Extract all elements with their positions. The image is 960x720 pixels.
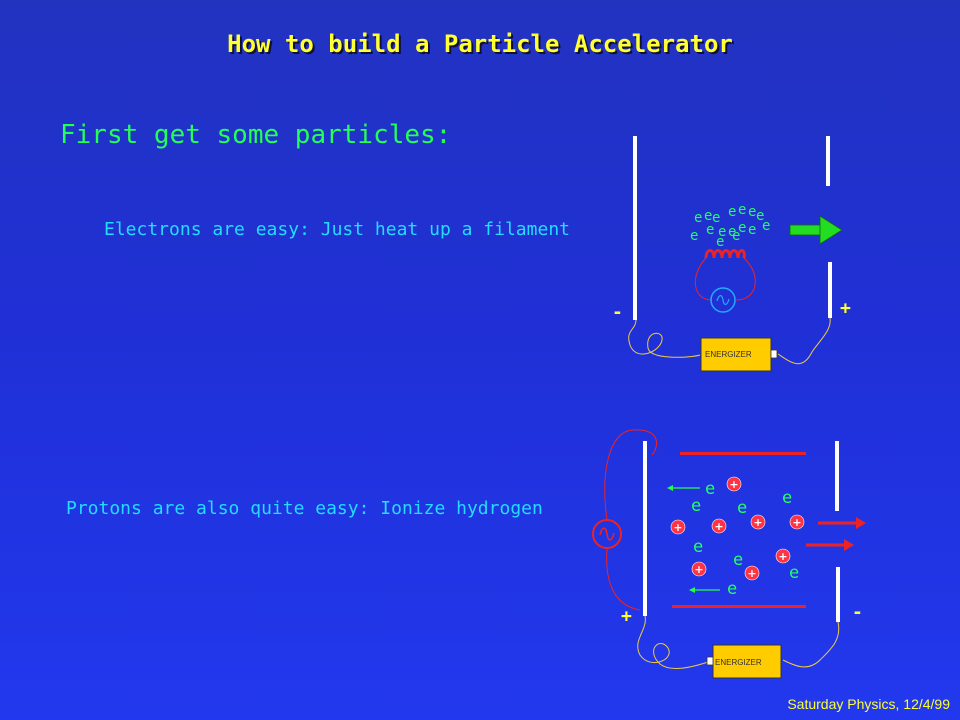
sine-wave-icon [599, 527, 615, 541]
plus-sign: + [840, 298, 851, 319]
minus-sign: - [612, 302, 623, 323]
wire-cathode [782, 621, 840, 668]
electron-glyph: e [748, 204, 756, 220]
ac-wire-upper [604, 429, 658, 521]
electron-glyph: e [694, 210, 702, 226]
electron-glyph: e [728, 204, 736, 220]
wire-anode [637, 615, 709, 669]
electron-glyph: e [691, 496, 701, 516]
proton-arrow-right-upper [818, 517, 866, 529]
plus-sign: + [621, 606, 632, 627]
chamber-bottom-line [672, 605, 806, 608]
electron-glyph: e [690, 228, 698, 244]
battery-terminal [770, 349, 778, 359]
battery-terminal [706, 656, 714, 666]
energizer-battery-icon [712, 644, 782, 679]
filament-lead-right [735, 257, 756, 301]
anode-plate-upper [826, 136, 830, 186]
svg-text:+: + [747, 567, 756, 580]
cathode-plate-upper [835, 441, 839, 511]
electron-glyph: e [732, 228, 740, 244]
filament-lead-left [694, 257, 713, 301]
svg-text:+: + [673, 521, 682, 534]
svg-text:+: + [753, 516, 762, 529]
svg-text:+: + [729, 478, 738, 491]
proton-glyph: + [744, 565, 760, 581]
energizer-label: ENERGIZER [715, 658, 762, 667]
filament-coil [704, 249, 746, 259]
electron-glyph: e [705, 479, 715, 499]
wire-cathode [628, 319, 701, 358]
electron-glyph: e [727, 579, 737, 599]
proton-glyph: + [711, 518, 727, 534]
proton-glyph: + [726, 476, 742, 492]
sine-wave-icon [716, 295, 730, 305]
minus-sign: - [852, 602, 863, 623]
electron-glyph: e [762, 218, 770, 234]
chamber-top-line [680, 452, 806, 455]
energizer-label: ENERGIZER [705, 350, 752, 359]
electron-arrow-left-upper [667, 485, 700, 491]
electron-glyph: e [716, 234, 724, 250]
electron-arrow-left-lower [689, 587, 720, 593]
cathode-plate [633, 136, 637, 320]
proton-glyph: + [750, 514, 766, 530]
electron-glyph: e [728, 224, 736, 240]
right-arrow-icon [789, 215, 843, 245]
proton-glyph: + [775, 548, 791, 564]
protons-text: Protons are also quite easy: Ionize hydr… [66, 498, 543, 519]
electrons-text: Electrons are easy: Just heat up a filam… [104, 219, 570, 240]
slide-title: How to build a Particle Accelerator [227, 30, 733, 58]
svg-text:+: + [778, 550, 787, 563]
electron-glyph: e [706, 222, 714, 238]
anode-plate-lower [828, 262, 832, 318]
electron-glyph: e [718, 224, 726, 240]
svg-text:+: + [714, 520, 723, 533]
section-heading: First get some particles: [60, 120, 452, 150]
electron-glyph: e [738, 202, 746, 218]
electron-glyph: e [704, 208, 712, 224]
proton-glyph: + [670, 519, 686, 535]
wire-anode [777, 317, 831, 365]
electron-glyph: e [756, 208, 764, 224]
anode-plate [643, 441, 647, 616]
electron-glyph: e [737, 498, 747, 518]
proton-glyph: + [789, 514, 805, 530]
electron-glyph: e [733, 550, 743, 570]
electron-glyph: e [693, 537, 703, 557]
footer-credit: Saturday Physics, 12/4/99 [787, 696, 950, 712]
ac-wire-lower [606, 547, 641, 611]
cathode-plate-lower [836, 567, 840, 622]
electron-glyph: e [712, 210, 720, 226]
svg-text:+: + [792, 516, 801, 529]
electron-glyph: e [748, 222, 756, 238]
electron-glyph: e [738, 220, 746, 236]
proton-glyph: + [691, 561, 707, 577]
electron-glyph: e [789, 563, 799, 583]
svg-text:+: + [694, 563, 703, 576]
ac-source-icon [710, 287, 736, 313]
electron-glyph: e [782, 488, 792, 508]
proton-arrow-right-lower [806, 539, 854, 551]
